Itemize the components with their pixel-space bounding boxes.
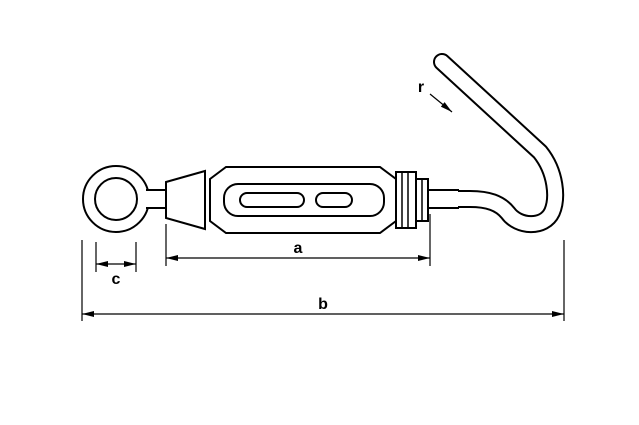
swage-collar: [395, 171, 429, 229]
hook-inner-fill: [435, 55, 563, 232]
dimension-c: c: [95, 242, 137, 288]
dim-r-label: r: [418, 79, 424, 96]
dim-r-leader-arrow: [429, 93, 453, 113]
turnbuckle-body: [209, 166, 397, 234]
left-cone-nut: [165, 169, 206, 231]
body-slot-right: [315, 192, 353, 208]
dim-c-label: c: [112, 271, 121, 288]
dim-a-label: a: [294, 240, 303, 257]
eye-inner-fill: [84, 167, 148, 231]
dimension-r: r: [418, 79, 453, 113]
eye-loop: [82, 165, 150, 233]
right-rod: [424, 189, 459, 209]
dim-b-label: b: [318, 296, 328, 313]
body-slot-left: [239, 192, 305, 208]
dimension-b: b: [81, 240, 565, 321]
hook: [433, 53, 565, 234]
dimension-a: a: [165, 214, 431, 266]
right-rod-body: [424, 191, 458, 207]
collar-large-ring: [395, 171, 417, 229]
